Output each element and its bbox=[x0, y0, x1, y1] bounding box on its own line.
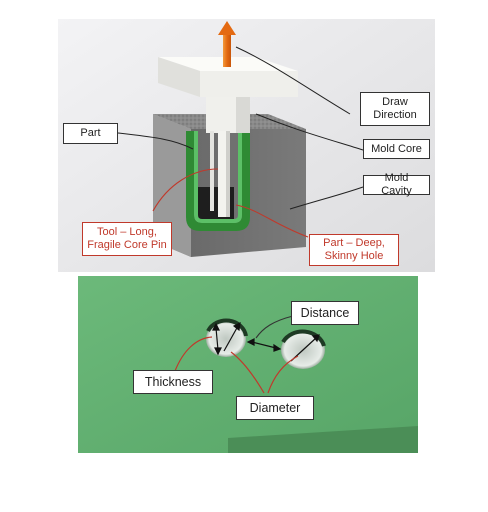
part-label: Part bbox=[63, 123, 118, 144]
plate-top-face bbox=[78, 276, 418, 453]
plate-edge bbox=[228, 426, 418, 453]
thickness-label: Thickness bbox=[133, 370, 213, 394]
part-deep-skinny-hole-label: Part – Deep, Skinny Hole bbox=[309, 234, 399, 266]
plate-illustration bbox=[78, 276, 418, 453]
molded-part bbox=[186, 131, 250, 231]
red-annotation-lines bbox=[174, 336, 299, 394]
plate-illustration-panel bbox=[78, 276, 418, 453]
draw-direction-label: Draw Direction bbox=[360, 92, 430, 126]
mold-core-label: Mold Core bbox=[363, 139, 430, 159]
draw-direction-arrow bbox=[218, 21, 236, 67]
black-leader-lines bbox=[117, 46, 364, 210]
dimension-arrows bbox=[212, 321, 320, 362]
black-annotation-line bbox=[255, 315, 294, 339]
red-leader-lines bbox=[152, 168, 309, 238]
mold-cavity-label: Mold Cavity bbox=[363, 172, 430, 197]
distance-label: Distance bbox=[291, 301, 359, 325]
diameter-label: Diameter bbox=[236, 396, 314, 420]
tool-long-fragile-core-pin-label: Tool – Long, Fragile Core Pin bbox=[82, 222, 172, 256]
